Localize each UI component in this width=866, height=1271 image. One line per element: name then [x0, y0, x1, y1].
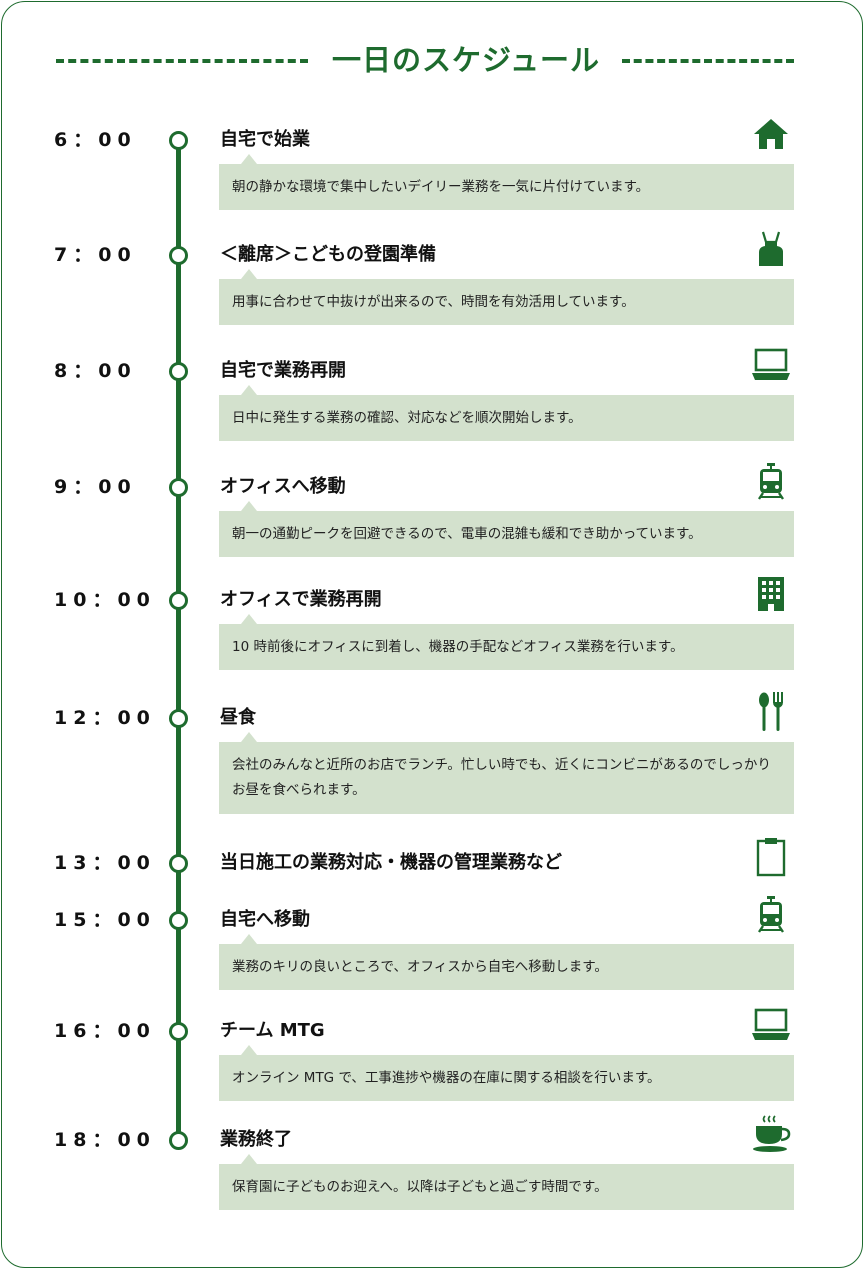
- schedule-time: 13：00: [54, 852, 156, 874]
- schedule-description-text: 保育園に子どものお迎えへ。以降は子どもと過ごす時間です。: [232, 1179, 608, 1195]
- schedule-heading: ＜離席＞こどもの登園準備: [220, 244, 436, 265]
- clipboard-icon: [751, 838, 791, 877]
- timeline-dot: [169, 854, 188, 873]
- schedule-description-text: 日中に発生する業務の確認、対応などを順次開始します。: [232, 410, 582, 426]
- schedule-heading: オフィスで業務再開: [220, 589, 382, 610]
- train-icon: [751, 463, 791, 500]
- schedule-description-text: 朝一の通勤ピークを回避できるので、電車の混雑も緩和でき助かっています。: [232, 526, 702, 542]
- spoon-fork-icon: [751, 692, 791, 731]
- timeline-dot: [169, 911, 188, 930]
- schedule-description: 業務のキリの良いところで、オフィスから自宅へ移動します。: [219, 934, 794, 990]
- house-icon: [751, 116, 791, 152]
- coffee-cup-icon: [751, 1115, 791, 1152]
- timeline-dot: [169, 246, 188, 265]
- schedule-heading: 自宅で始業: [220, 129, 310, 150]
- schedule-description: 会社のみんなと近所のお店でランチ。忙しい時でも、近くにコンビニがあるのでしっかり…: [219, 732, 794, 814]
- schedule-description-text: オンライン MTG で、工事進捗や機器の在庫に関する相談を行います。: [232, 1070, 661, 1086]
- title-dash-right: [622, 59, 794, 63]
- schedule-description: 朝一の通勤ピークを回避できるので、電車の混雑も緩和でき助かっています。: [219, 501, 794, 557]
- building-icon: [751, 576, 791, 612]
- schedule-time: 10：00: [54, 589, 156, 611]
- schedule-time: 7：00: [54, 244, 137, 266]
- train-icon: [751, 896, 791, 933]
- schedule-time: 9：00: [54, 476, 137, 498]
- schedule-time: 16：00: [54, 1020, 156, 1042]
- schedule-description-text: 10 時前後にオフィスに到着し、機器の手配などオフィス業務を行います。: [232, 639, 684, 655]
- timeline-dot: [169, 131, 188, 150]
- timeline-dot: [169, 1022, 188, 1041]
- schedule-description: オンライン MTG で、工事進捗や機器の在庫に関する相談を行います。: [219, 1045, 794, 1101]
- schedule-description: 10 時前後にオフィスに到着し、機器の手配などオフィス業務を行います。: [219, 614, 794, 670]
- schedule-description-text: 朝の静かな環境で集中したいデイリー業務を一気に片付けています。: [232, 179, 650, 195]
- schedule-description: 朝の静かな環境で集中したいデイリー業務を一気に片付けています。: [219, 154, 794, 210]
- apron-icon: [751, 231, 791, 267]
- timeline-dot: [169, 1131, 188, 1150]
- page-title: 一日のスケジュール: [332, 43, 600, 77]
- schedule-time: 8：00: [54, 360, 137, 382]
- schedule-heading: 自宅へ移動: [220, 909, 310, 930]
- title-dash-left: [56, 59, 308, 63]
- schedule-time: 18：00: [54, 1129, 156, 1151]
- schedule-description: 日中に発生する業務の確認、対応などを順次開始します。: [219, 385, 794, 441]
- timeline-dot: [169, 709, 188, 728]
- timeline-dot: [169, 591, 188, 610]
- schedule-heading: 自宅で業務再開: [220, 360, 346, 381]
- schedule-description-text: 用事に合わせて中抜けが出来るので、時間を有効活用しています。: [232, 294, 635, 310]
- schedule-heading: 当日施工の業務対応・機器の管理業務など: [220, 852, 562, 873]
- laptop-icon: [751, 1007, 791, 1043]
- schedule-time: 12：00: [54, 707, 156, 729]
- schedule-description-text: 業務のキリの良いところで、オフィスから自宅へ移動します。: [232, 959, 608, 975]
- schedule-heading: オフィスへ移動: [220, 476, 346, 497]
- timeline-dot: [169, 478, 188, 497]
- schedule-time: 15：00: [54, 909, 156, 931]
- schedule-time: 6：00: [54, 129, 137, 151]
- title-row: 一日のスケジュール: [0, 40, 866, 80]
- schedule-heading: 業務終了: [220, 1129, 292, 1150]
- schedule-description: 保育園に子どものお迎えへ。以降は子どもと過ごす時間です。: [219, 1154, 794, 1210]
- laptop-icon: [751, 347, 791, 383]
- schedule-description-text: 会社のみんなと近所のお店でランチ。忙しい時でも、近くにコンビニがあるのでしっかり…: [232, 757, 771, 798]
- timeline-dot: [169, 362, 188, 381]
- schedule-description: 用事に合わせて中抜けが出来るので、時間を有効活用しています。: [219, 269, 794, 325]
- timeline-line: [176, 138, 181, 1140]
- schedule-heading: 昼食: [220, 707, 256, 728]
- schedule-heading: チーム MTG: [220, 1020, 325, 1041]
